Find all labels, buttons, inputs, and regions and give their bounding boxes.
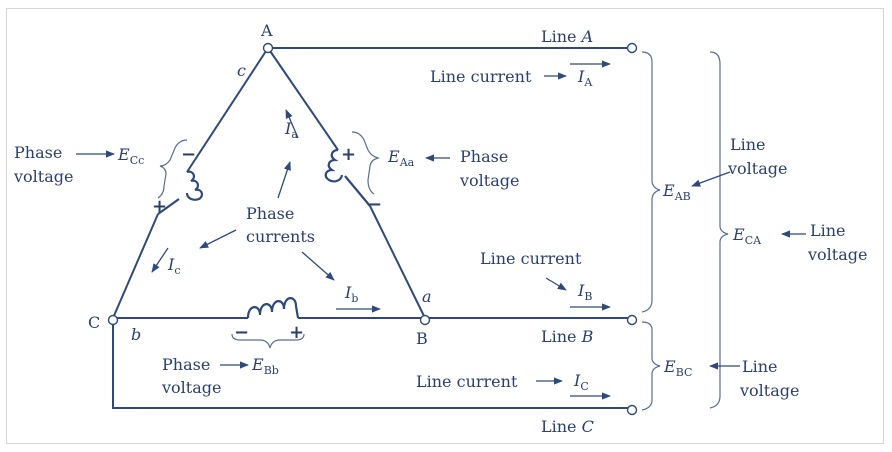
coil-bb-plus: +: [289, 322, 304, 343]
line-a-terminal: [626, 42, 638, 54]
phase-voltage-bb-label-1: Phase: [162, 355, 210, 374]
brace-ebb: [231, 333, 305, 349]
coil-aa-plus: +: [341, 144, 356, 165]
line-current-b-label: Line current: [480, 249, 582, 268]
side-ca-lower: [112, 213, 159, 319]
current-Ib: Ib: [344, 283, 358, 305]
node-label-B: B: [416, 329, 428, 348]
brace-eaa: [351, 131, 381, 195]
current-Ia: Ia: [284, 119, 298, 141]
phase-voltage-bb-label-2: voltage: [161, 378, 221, 397]
side-ab-upper: [267, 47, 339, 151]
coil-bb-minus: −: [234, 322, 249, 343]
delta-triangle: [112, 47, 426, 319]
node-B-terminal: [419, 314, 431, 326]
voltage-ECA: ECA: [732, 225, 762, 247]
brace-ecc: [157, 139, 188, 199]
coil-aa: [324, 148, 371, 207]
phase-voltage-cc-label-1: Phase: [14, 143, 62, 162]
phase-currents-pointer-c: [199, 229, 237, 249]
voltage-EBC: EBC: [663, 357, 692, 379]
phase-currents-pointer-a: [277, 161, 291, 199]
voltage-ECc: ECc: [117, 145, 144, 167]
coil-cc-plus: +: [152, 196, 167, 217]
line-c-label: Line C: [541, 417, 594, 436]
phase-currents-pointer-b: [301, 251, 335, 281]
line-c-wire: [112, 318, 629, 409]
voltage-EAa: EAa: [387, 147, 415, 169]
node-label-a: a: [422, 287, 432, 306]
coil-aa-minus: −: [367, 194, 382, 215]
phase-voltage-aa-label-2: voltage: [459, 171, 519, 190]
line-c-terminal: [626, 404, 638, 416]
current-IB: IB: [577, 281, 592, 303]
line-voltage-ab-label-2: voltage: [727, 159, 787, 178]
node-C-terminal: [107, 314, 119, 326]
line-voltage-bc-label-2: voltage: [739, 381, 799, 400]
voltage-EAB: EAB: [662, 181, 691, 203]
figure-frame: [6, 8, 884, 444]
node-label-b: b: [131, 325, 141, 344]
line-b-label: Line B: [541, 327, 594, 346]
coil-cc-minus: −: [181, 144, 196, 165]
side-ca-upper: [186, 47, 269, 173]
line-voltage-ca-label-2: voltage: [807, 245, 867, 264]
line-current-a-label: Line current: [430, 67, 532, 86]
coil-bb: [246, 297, 300, 319]
brace-eca: [709, 51, 729, 409]
phase-currents-label-2: currents: [246, 227, 315, 246]
line-current-c-label: Line current: [416, 372, 518, 391]
current-Ic: Ic: [167, 255, 181, 277]
line-voltage-bc-label-1: Line: [742, 357, 778, 376]
brace-ebc: [641, 321, 661, 411]
node-label-A: A: [260, 21, 273, 40]
line-a-label: Line A: [541, 27, 593, 46]
line-voltage-ab-label-1: Line: [730, 135, 766, 154]
node-label-C: C: [88, 313, 100, 332]
line-b-terminal: [626, 314, 638, 326]
node-label-c: c: [237, 61, 246, 80]
ia-phase-arrow: [285, 109, 299, 139]
phase-voltage-aa-label-1: Phase: [460, 147, 508, 166]
line-voltage-ab-pointer: [691, 171, 731, 187]
current-IC: IC: [573, 371, 589, 393]
ic-phase-arrow: [151, 247, 169, 273]
voltage-EBb: EBb: [251, 355, 279, 377]
line-voltage-ca-label-1: Line: [810, 221, 846, 240]
line-current-b-pointer: [545, 277, 567, 291]
side-ab-lower: [369, 205, 426, 319]
phase-voltage-cc-label-2: voltage: [13, 167, 73, 186]
node-A-terminal: [262, 42, 274, 54]
coil-cc: [157, 170, 204, 215]
current-IA: IA: [577, 67, 593, 89]
brace-eab: [641, 51, 661, 313]
phase-currents-label-1: Phase: [246, 204, 294, 223]
